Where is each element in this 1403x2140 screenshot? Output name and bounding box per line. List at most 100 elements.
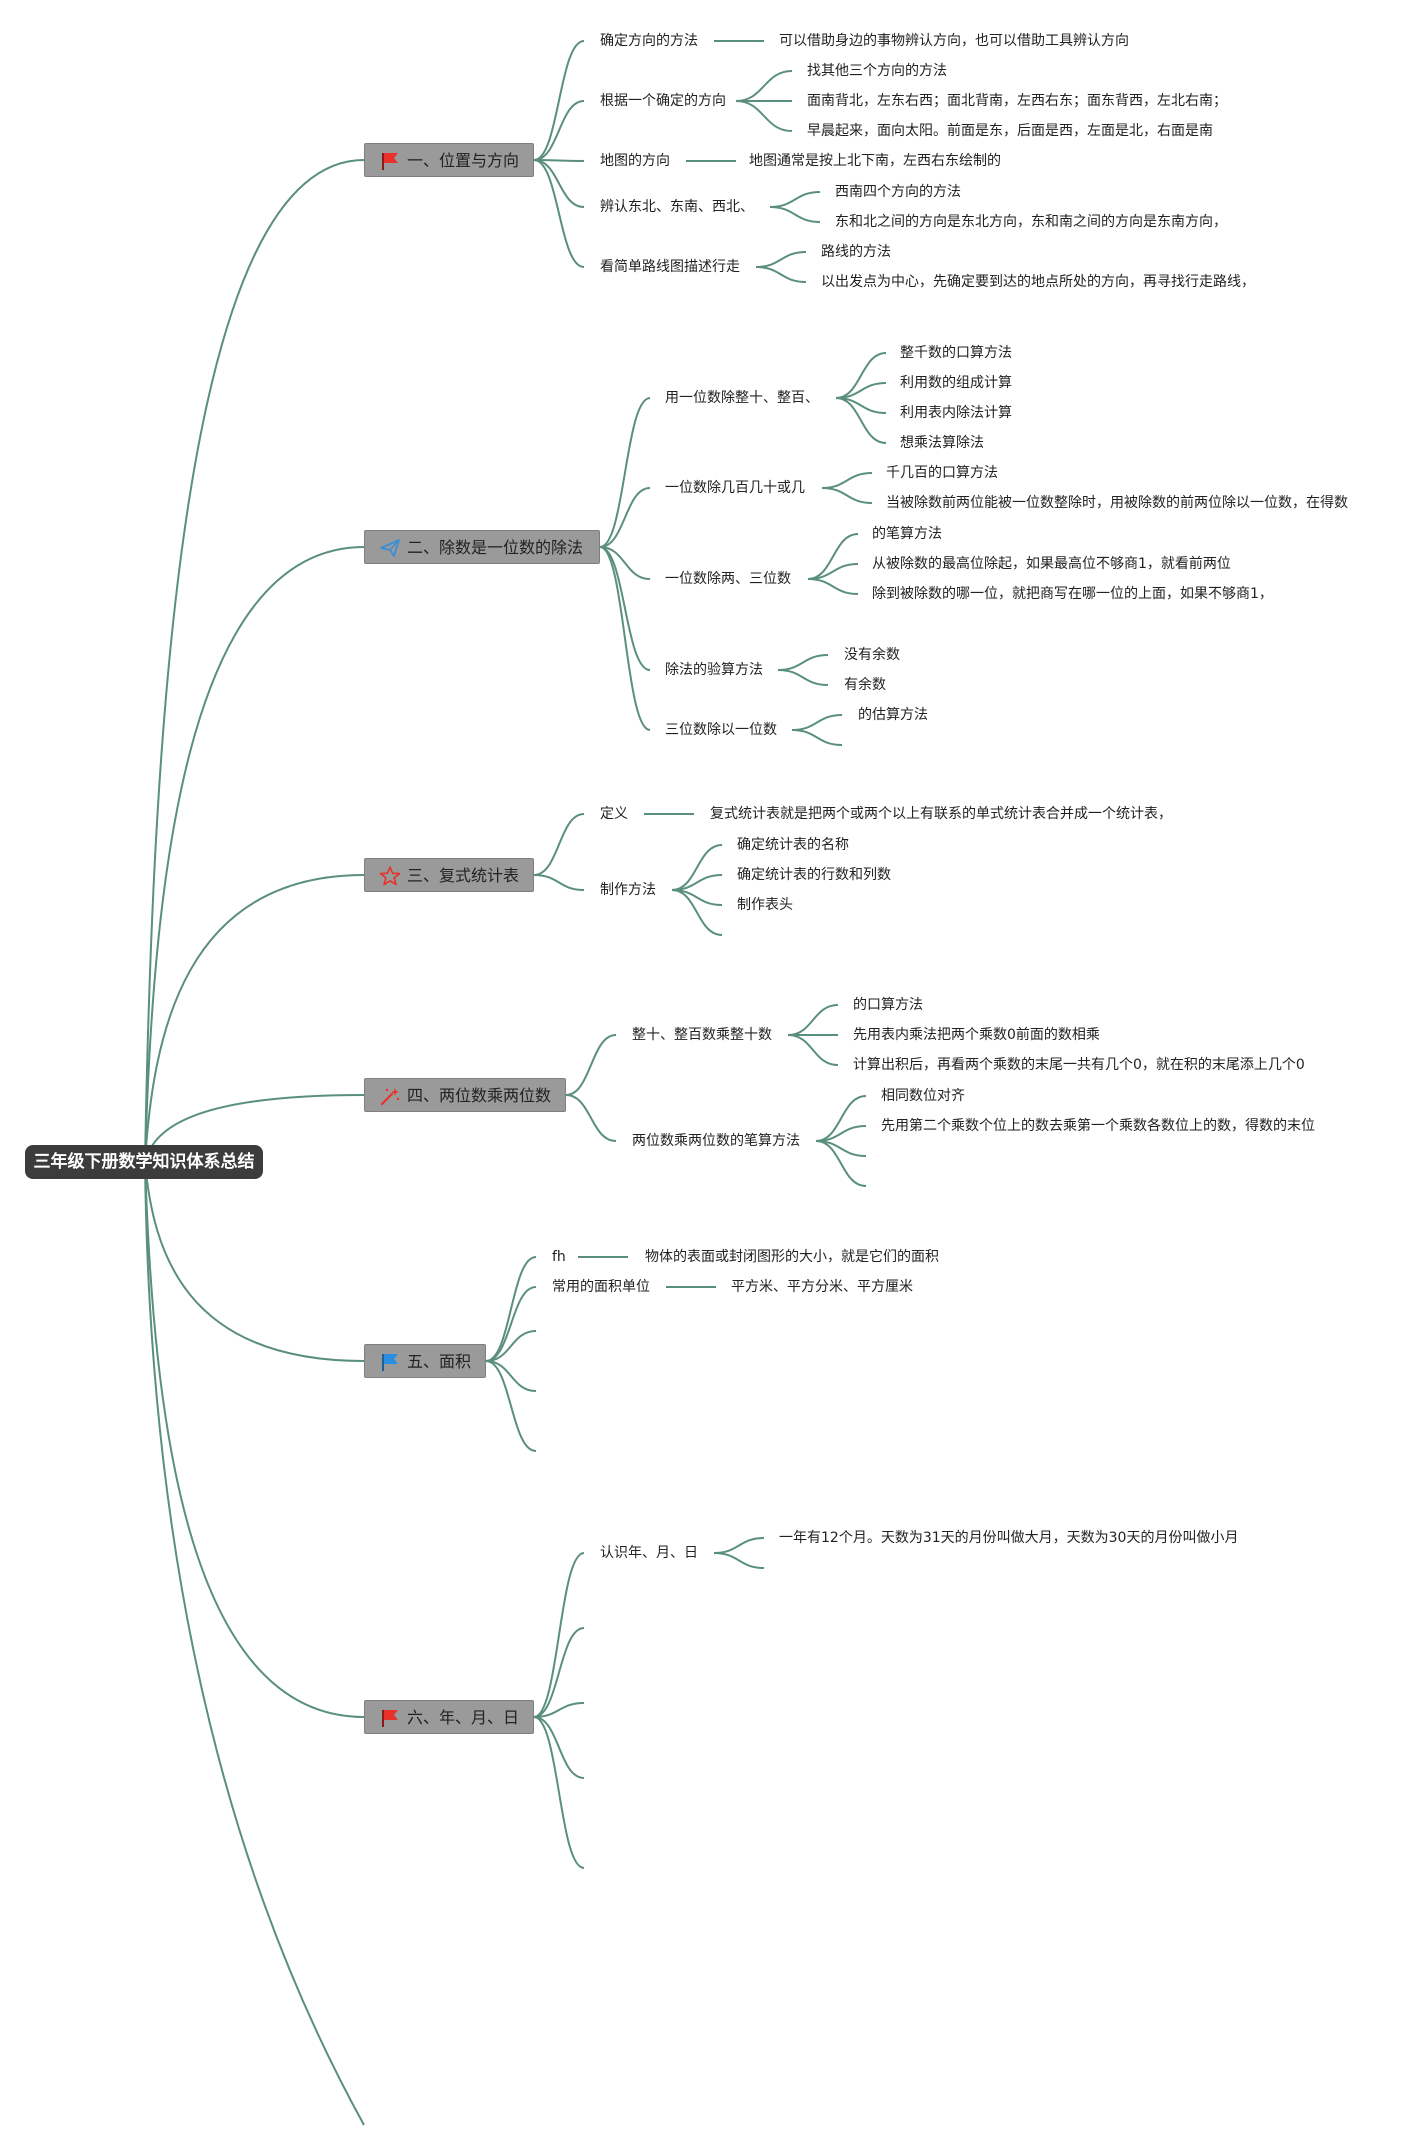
item-label: 计算出积后，再看两个乘数的末尾一共有几个0，就在积的末尾添上几个0 [853, 1057, 1305, 1073]
connector-curve [533, 100, 585, 161]
section-node-area[interactable]: 五、面积 [364, 1344, 486, 1378]
connector-curve [599, 546, 651, 580]
item-label: 有余数 [844, 677, 886, 693]
item-label: 利用表内除法计算 [900, 405, 1012, 421]
topic-label[interactable]: 看简单路线图描述行走 [600, 259, 740, 275]
topic-label[interactable]: 一位数除两、三位数 [665, 571, 791, 587]
item-label: 路线的方法 [821, 244, 891, 260]
section-node-compound-table[interactable]: 三、复式统计表 [364, 858, 534, 892]
connector-curve [835, 397, 887, 444]
connector-curve [485, 1360, 537, 1392]
item-label: 西南四个方向的方法 [835, 184, 961, 200]
connector-curve [807, 578, 859, 595]
topic-label[interactable]: 确定方向的方法 [600, 33, 698, 49]
connector-curve [485, 1286, 537, 1362]
connector-curve [533, 1716, 585, 1869]
blue-flag-icon [382, 1354, 398, 1371]
connector-curve [599, 546, 651, 671]
connector-curve [735, 70, 793, 102]
connector-curve [144, 546, 365, 1163]
item-label: 确定统计表的行数和列数 [737, 867, 891, 883]
item-label: 早晨起来，面向太阳。前面是东，后面是西，左面是北，右面是南 [807, 123, 1213, 139]
topic-label[interactable]: 三位数除以一位数 [665, 722, 777, 738]
item-label: 以出发点为中心，先确定要到达的地点所处的方向，再寻找行走路线， [821, 274, 1255, 290]
connector-curve [565, 1034, 617, 1096]
section-label: 五、面积 [407, 1352, 472, 1371]
connector-curve [599, 487, 651, 548]
connector-curve [755, 251, 807, 268]
section-label: 三、复式统计表 [407, 866, 520, 885]
item-label: 地图通常是按上北下南，左西右东绘制的 [749, 153, 1001, 169]
connector-curve [671, 889, 723, 936]
section-node-position-direction[interactable]: 一、位置与方向 [364, 143, 534, 177]
connector-curve [713, 1537, 765, 1554]
connector-curve [533, 40, 585, 161]
connector-curve [485, 1330, 537, 1362]
red-flag-icon [382, 153, 398, 170]
connector-curve [599, 546, 651, 731]
connector-curve [533, 813, 585, 876]
topic-label[interactable]: 定义 [600, 806, 628, 822]
connector-curve [821, 472, 873, 489]
connector-curve [565, 1094, 617, 1142]
connector-curve [485, 1360, 537, 1452]
topic-label[interactable]: fh [552, 1249, 566, 1265]
item-label: 相同数位对齐 [881, 1088, 965, 1104]
connector-curve [485, 1256, 537, 1362]
connector-curve [533, 874, 585, 891]
connector-curve [533, 159, 585, 208]
connector-curve [769, 191, 821, 208]
connector-curve [787, 1004, 839, 1036]
section-node-division[interactable]: 二、除数是一位数的除法 [364, 530, 600, 564]
connector-curve [533, 1702, 585, 1718]
connector-curve [533, 1627, 585, 1718]
connector-curve [777, 669, 829, 686]
item-label: 没有余数 [844, 647, 900, 663]
item-label: 东和北之间的方向是东北方向，东和南之间的方向是东南方向， [835, 214, 1227, 230]
item-label: 找其他三个方向的方法 [807, 63, 947, 79]
item-label: 可以借助身边的事物辨认方向，也可以借助工具辨认方向 [779, 33, 1129, 49]
section-node-year-month-day[interactable]: 六、年、月、日 [364, 1700, 534, 1734]
item-label: 从被除数的最高位除起，如果最高位不够商1，就看前两位 [872, 556, 1231, 572]
item-label: 制作表头 [737, 897, 793, 913]
topic-label[interactable]: 认识年、月、日 [600, 1545, 698, 1561]
item-label: 物体的表面或封闭图形的大小，就是它们的面积 [645, 1249, 939, 1265]
item-label: 平方米、平方分米、平方厘米 [731, 1279, 913, 1295]
topic-label[interactable]: 整十、整百数乘整十数 [632, 1027, 772, 1043]
connector-curve [144, 1161, 365, 1718]
connector-curve [755, 266, 807, 283]
item-label: 除到被除数的哪一位，就把商写在哪一位的上面，如果不够商1， [872, 586, 1273, 602]
connector-curve [144, 874, 365, 1163]
topic-label[interactable]: 根据一个确定的方向 [600, 93, 726, 109]
topic-label[interactable]: 两位数乘两位数的笔算方法 [632, 1133, 800, 1149]
topic-label[interactable]: 用一位数除整十、整百、 [665, 390, 819, 406]
topic-label[interactable]: 除法的验算方法 [665, 662, 763, 678]
topic-label[interactable]: 制作方法 [600, 882, 656, 898]
connector-curve [599, 397, 651, 548]
item-label: 的口算方法 [853, 997, 923, 1013]
item-label: 复式统计表就是把两个或两个以上有联系的单式统计表合并成一个统计表， [710, 806, 1172, 822]
connector-curve [144, 1161, 365, 2126]
section-label: 一、位置与方向 [407, 151, 520, 170]
red-flag-icon [382, 1710, 398, 1727]
topic-label[interactable]: 常用的面积单位 [552, 1279, 650, 1295]
connector-curve [713, 1552, 765, 1569]
topic-label[interactable]: 辨认东北、东南、西北、 [600, 199, 754, 215]
connector-curve [821, 487, 873, 504]
topic-label[interactable]: 一位数除几百几十或几 [665, 480, 805, 496]
item-label: 千几百的口算方法 [886, 465, 998, 481]
connector-curve [791, 729, 843, 746]
connector-curve [791, 714, 843, 731]
connector-curve [144, 1161, 365, 1362]
section-node-two-digit-multiplication[interactable]: 四、两位数乘两位数 [364, 1078, 566, 1112]
connector-curve [815, 1140, 867, 1187]
section-label: 六、年、月、日 [407, 1708, 520, 1727]
item-label: 想乘法算除法 [900, 435, 984, 451]
topic-label[interactable]: 地图的方向 [600, 153, 670, 169]
item-label: 面南背北，左东右西；面北背南，左西右东；面东背西，左北右南； [807, 93, 1227, 109]
item-label: 的估算方法 [858, 707, 928, 723]
connector-curve [787, 1034, 839, 1066]
root-node[interactable]: 三年级下册数学知识体系总结 [25, 1145, 263, 1179]
item-label: 利用数的组成计算 [900, 375, 1012, 391]
